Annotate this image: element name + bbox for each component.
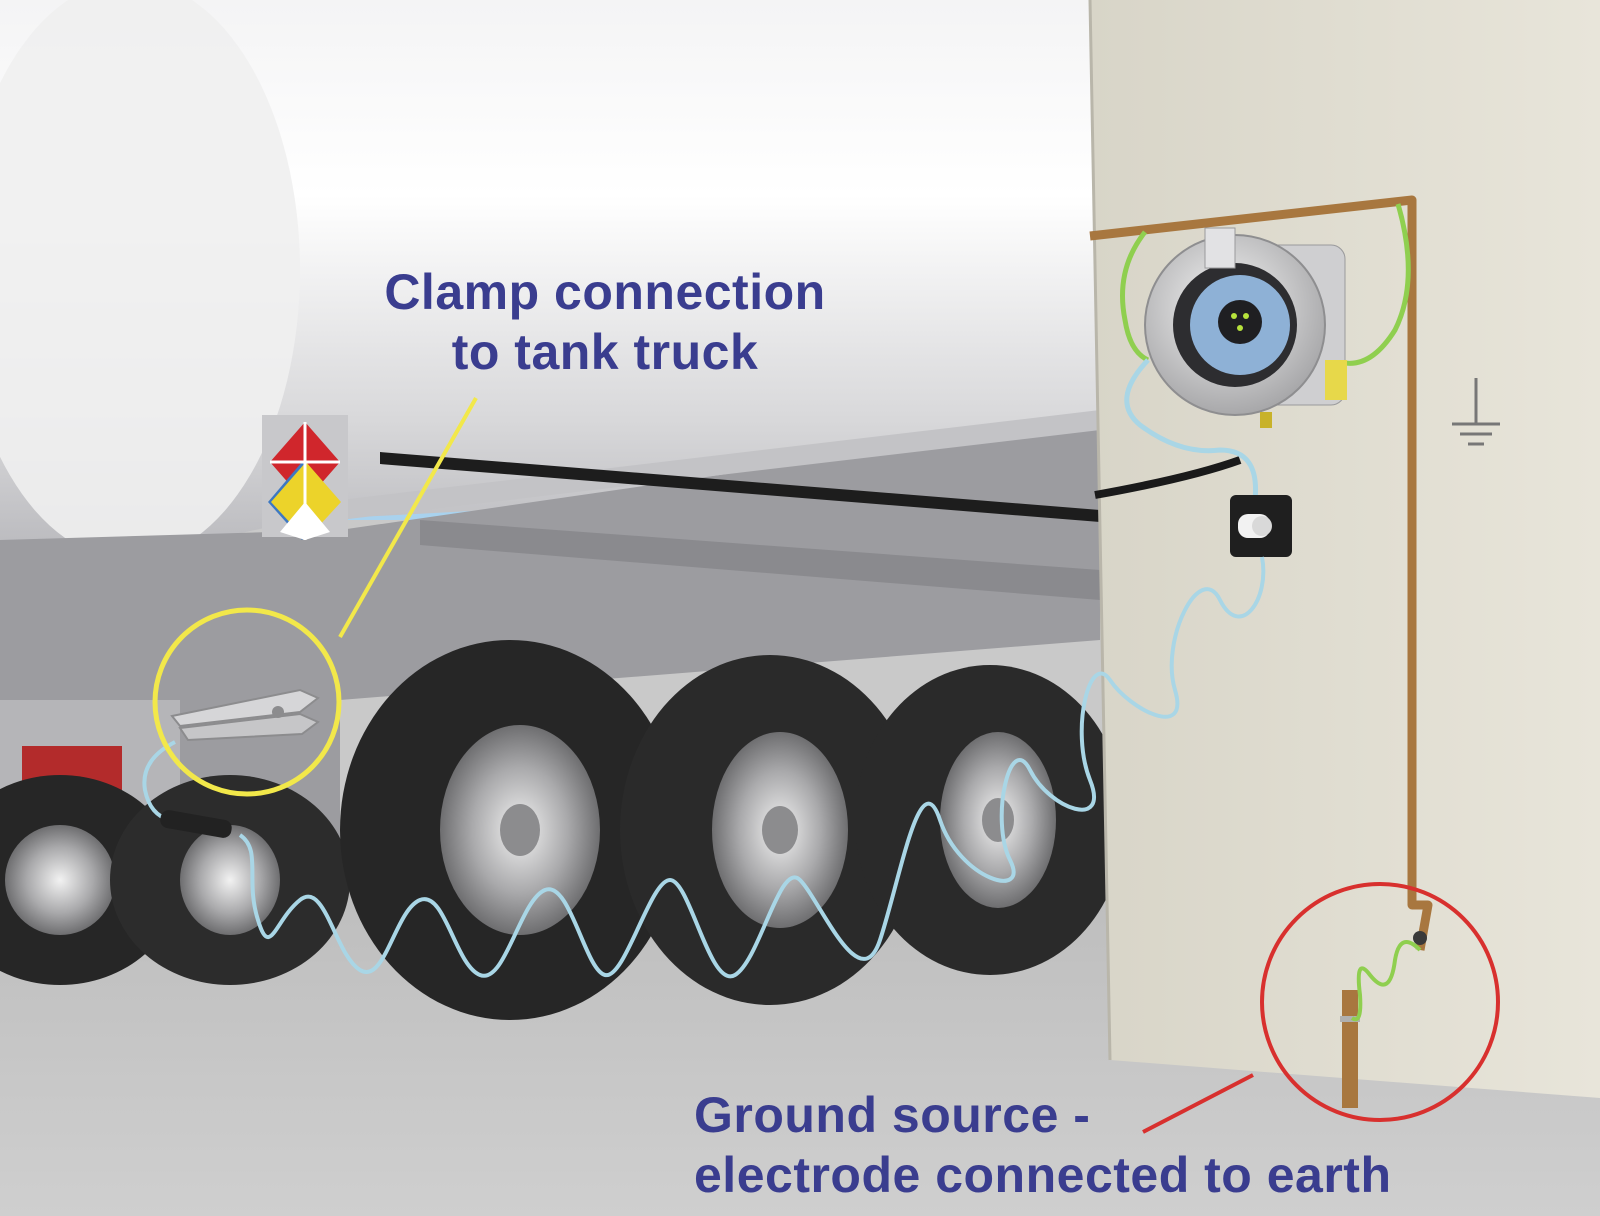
clamp-lead xyxy=(142,740,176,822)
green-yellow-earth-wire xyxy=(1350,940,1422,1022)
wheel-1 xyxy=(340,640,680,1020)
rear-wheel-set xyxy=(0,775,350,985)
ground-conductor xyxy=(1089,195,1433,951)
reel-earth-wire-right xyxy=(1339,203,1411,366)
nfpa-diamond-icon xyxy=(262,415,348,540)
clamp-label-line-1: Clamp connection xyxy=(384,264,826,320)
tank-end-cap xyxy=(0,0,300,560)
ground-callout-circle xyxy=(1260,882,1500,1122)
ground-label-line-1: Ground source - xyxy=(694,1087,1091,1143)
wall-edge xyxy=(1088,0,1112,1061)
chassis-rail xyxy=(340,410,1100,520)
truck-chassis xyxy=(0,420,1100,850)
cable-reel-icon xyxy=(1144,227,1347,428)
ground-callout-leader xyxy=(1142,1073,1254,1134)
clamp-callout-leader xyxy=(338,397,478,638)
black-cable xyxy=(1094,456,1242,499)
inline-connector xyxy=(160,810,232,838)
ground-label-line-2: electrode connected to earth xyxy=(694,1147,1392,1203)
frame-beam xyxy=(420,520,1100,600)
building-wall xyxy=(1090,0,1600,1098)
clamp-connection-label: Clamp connection to tank truck xyxy=(300,262,910,382)
tank-seam-stripe xyxy=(380,452,1100,522)
ground-source-label: Ground source - electrode connected to e… xyxy=(694,1085,1594,1205)
coiled-grounding-cable xyxy=(238,556,1266,979)
clamp-callout-circle xyxy=(152,607,342,797)
ground-symbol-icon xyxy=(1452,378,1500,446)
electrode-clamp-band xyxy=(1340,1016,1360,1022)
grounding-clamp-icon xyxy=(170,688,320,742)
conductor-junction xyxy=(1413,931,1427,945)
clamp-label-line-2: to tank truck xyxy=(451,324,759,380)
reel-earth-wire-left xyxy=(1120,230,1150,363)
reel-output-cable xyxy=(1124,358,1259,501)
junction-box xyxy=(1230,495,1292,557)
